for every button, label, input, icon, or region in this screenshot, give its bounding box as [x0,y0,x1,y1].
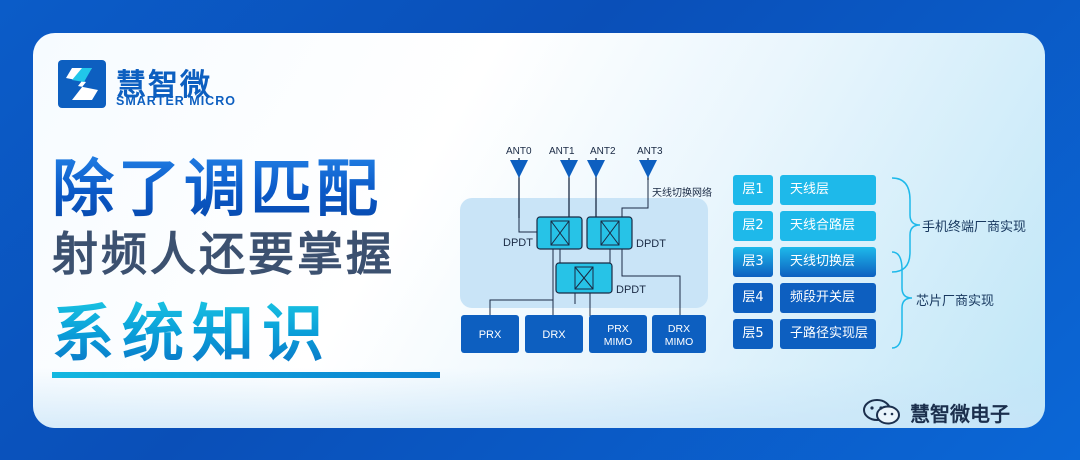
brace-top [891,177,921,273]
brace-bottom [891,251,913,349]
brace-label-bottom: 芯片厂商实现 [916,294,995,309]
antenna-ant1 [560,158,578,218]
brand-name-en: SMARTER MICRO [116,94,236,108]
layer-3-level: 层3 [733,247,773,277]
brace-label-top: 手机终端厂商实现 [922,220,1027,235]
antenna-ant2 [587,158,605,218]
svg-text:PRX: PRX [479,329,502,341]
switch-network-panel [460,198,708,308]
dpdt-label-1: DPDT [503,237,533,249]
svg-text:DRX: DRX [542,329,566,341]
banner-card [33,33,1045,428]
output-prx: PRX [461,315,519,353]
headline-line-2: 射频人还要掌握 [52,227,395,281]
output-drx-mimo: DRX MIMO [652,315,706,353]
headline-underline [52,372,440,378]
antenna-label-ant1: ANT1 [549,146,575,157]
dpdt-label-2: DPDT [636,238,666,250]
layer-4-level: 层4 [733,283,773,313]
wechat-account-name: 慧智微电子 [910,402,1010,426]
layer-5-level: 层5 [733,319,773,349]
output-drx: DRX [525,315,583,353]
layer-1-name: 天线层 [780,175,876,205]
layer-3-name: 天线切换层 [780,247,876,277]
brand-logo: 慧智微 SMARTER MICRO [58,60,258,110]
dpdt-switch-1 [536,216,583,250]
dpdt-label-3: DPDT [616,284,646,296]
dpdt-switch-3 [555,262,613,294]
output-prx-mimo: PRX MIMO [589,315,647,353]
layer-4-name: 频段开关层 [780,283,876,313]
switch-network-label: 天线切换网络 [652,186,712,199]
layer-5-name: 子路径实现层 [780,319,876,349]
svg-text:PRX: PRX [607,323,629,335]
antenna-label-ant2: ANT2 [590,146,616,157]
svg-text:MIMO: MIMO [604,336,633,348]
dpdt-switch-2 [586,216,633,250]
svg-text:MIMO: MIMO [665,336,694,348]
smarter-micro-logo-icon [58,60,106,108]
headline-line-1: 除了调匹配 [52,138,382,228]
layer-1-level: 层1 [733,175,773,205]
layer-2-name: 天线合路层 [780,211,876,241]
antenna-label-ant3: ANT3 [637,146,663,157]
svg-text:DRX: DRX [668,323,690,335]
brand-name-cn: 慧智微 [116,68,212,103]
headline-line-3: 系统知识 [52,283,332,373]
layer-2-level: 层2 [733,211,773,241]
antenna-label-ant0: ANT0 [506,146,532,157]
wechat-icon [863,399,900,425]
antenna-ant3 [639,158,657,180]
antenna-ant0 [510,158,528,218]
